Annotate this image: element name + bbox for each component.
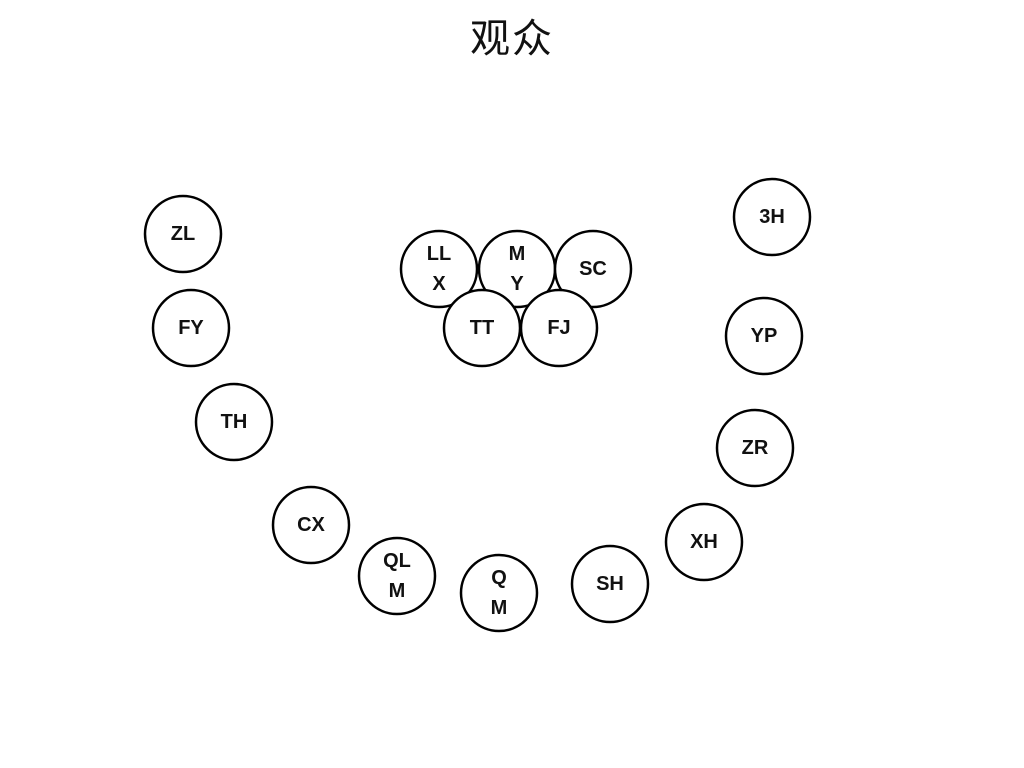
seat-circle <box>143 194 223 274</box>
seat-label: SH <box>596 573 624 595</box>
seat-circle <box>459 553 539 633</box>
seat-label: M <box>389 580 406 602</box>
seat-label: ZR <box>742 437 769 459</box>
seat-fy: FY <box>151 288 231 368</box>
seat-th: TH <box>194 382 274 462</box>
seat-label: X <box>432 273 446 295</box>
seat-fj: FJ <box>519 288 599 368</box>
seat-circle <box>732 177 812 257</box>
seat-label: FY <box>178 317 204 339</box>
seat-sc: SC <box>553 229 633 309</box>
seat-circle <box>399 229 479 309</box>
seat-label: XH <box>690 531 718 553</box>
seat-tt: TT <box>442 288 522 368</box>
seat-3h: 3H <box>732 177 812 257</box>
seat-circle <box>519 288 599 368</box>
seat-yp: YP <box>724 296 804 376</box>
seat-circle <box>151 288 231 368</box>
seat-xh: XH <box>664 502 744 582</box>
seat-label: M <box>491 597 508 619</box>
seat-label: TH <box>221 411 248 433</box>
seat-label: ZL <box>171 223 195 245</box>
seat-qlm: QL M <box>357 536 437 616</box>
seat-sh: SH <box>570 544 650 624</box>
seat-circle <box>357 536 437 616</box>
seat-label: QL <box>383 550 411 572</box>
seat-circle <box>664 502 744 582</box>
seat-my: MY <box>477 229 557 309</box>
seat-qm: QM <box>459 553 539 633</box>
seat-label: LL <box>427 243 451 265</box>
seat-label: Q <box>491 567 507 589</box>
seat-zl: ZL <box>143 194 223 274</box>
seat-label: FJ <box>547 317 570 339</box>
seat-llx: LL X <box>399 229 479 309</box>
seat-label: M <box>509 243 526 265</box>
seat-circle <box>194 382 274 462</box>
diagram-title: 观众 <box>470 16 554 62</box>
seat-cx: CX <box>271 485 351 565</box>
seat-label: YP <box>751 325 778 347</box>
seat-label: TT <box>470 317 494 339</box>
seat-circle <box>271 485 351 565</box>
seat-circle <box>553 229 633 309</box>
seat-circle <box>570 544 650 624</box>
seat-zr: ZR <box>715 408 795 488</box>
seat-circle <box>715 408 795 488</box>
seat-label: CX <box>297 514 325 536</box>
seat-label: SC <box>579 258 607 280</box>
seat-label: 3H <box>759 206 785 228</box>
seat-label: Y <box>510 273 524 295</box>
seat-circle <box>724 296 804 376</box>
